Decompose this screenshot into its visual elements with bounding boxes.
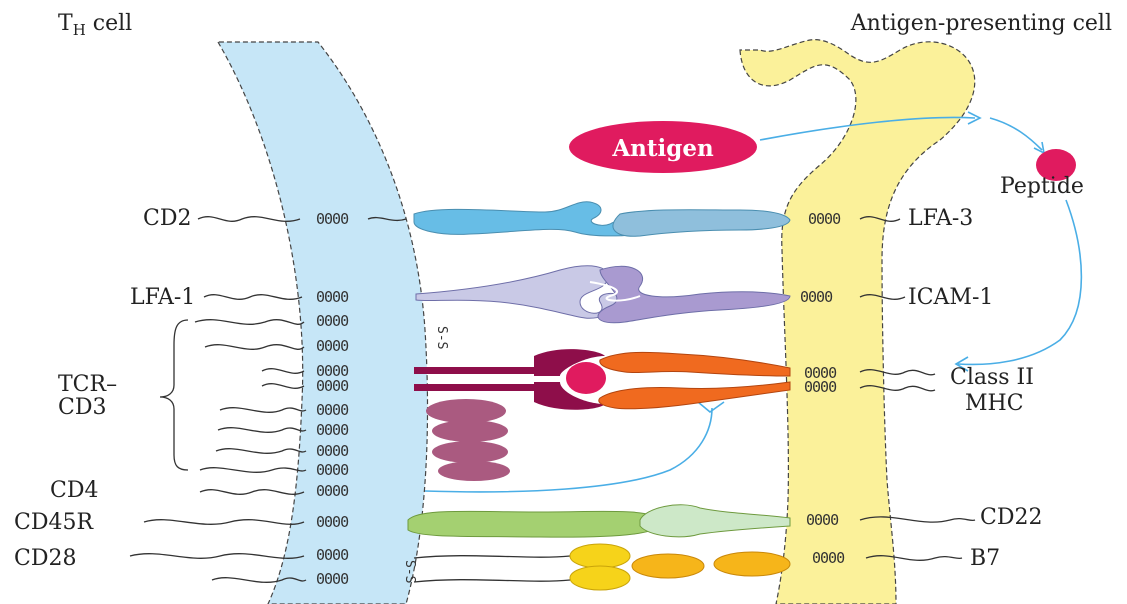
coil-tcr-4: 0000: [316, 377, 349, 395]
icam1-molecule: [598, 266, 790, 322]
coil-cd28-2: 0000: [316, 570, 349, 588]
coil-cd28-1: 0000: [316, 546, 349, 564]
cd3-complex: [426, 399, 510, 481]
tcr-tail-2: [205, 345, 304, 350]
tcr-cd3-bracket: [160, 320, 188, 470]
cd28-stem-2: [414, 580, 570, 582]
lfa1-tail: [204, 295, 302, 300]
coil-b7: 0000: [812, 549, 845, 567]
label-cd22: CD22: [980, 505, 1042, 530]
label-icam1: ICAM-1: [908, 285, 993, 310]
coil-icam1: 0000: [800, 288, 833, 306]
cd28-molecule: [570, 544, 630, 590]
tcr-tail-1: [195, 320, 304, 325]
label-cd45r: CD45R: [14, 510, 94, 535]
cd4-tail: [200, 490, 304, 495]
cd3-tail-4: [200, 468, 306, 473]
cd45r-molecule: [408, 511, 661, 537]
coil-cd3-3: 0000: [316, 442, 349, 460]
coil-cd2: 0000: [316, 210, 349, 228]
label-lfa3: LFA-3: [908, 206, 973, 231]
label-cd28: CD28: [14, 546, 76, 571]
label-class2: Class II: [950, 365, 1034, 390]
coil-mhc-2: 0000: [804, 378, 837, 396]
coil-cd4: 0000: [316, 482, 349, 500]
tcr-tail-3: [262, 369, 304, 374]
coil-cd3-2: 0000: [316, 421, 349, 439]
label-cd2: CD2: [143, 206, 191, 231]
label-mhc: MHC: [965, 391, 1024, 416]
b7-molecule: [632, 552, 790, 578]
cd3-oval-3: [432, 441, 508, 463]
lfa3-molecule: [613, 210, 790, 237]
label-cd3: CD3: [58, 395, 106, 420]
cd45r-tail: [144, 520, 304, 525]
cd3-oval-4: [438, 461, 510, 481]
coil-tcr-2: 0000: [316, 337, 349, 355]
coil-cd3-4: 0000: [316, 461, 349, 479]
cd28-disulfide: S-S: [402, 560, 417, 583]
cd3-tail-2: [218, 428, 306, 433]
label-lfa1: LFA-1: [130, 285, 195, 310]
peptide-label: Peptide: [1000, 174, 1084, 199]
coil-lfa1: 0000: [316, 288, 349, 306]
coil-cd3-1: 0000: [316, 401, 349, 419]
coil-cd45r: 0000: [316, 513, 349, 531]
mhc-class2-molecule: [599, 352, 790, 408]
label-b7: B7: [970, 546, 1000, 571]
coil-tcr-1: 0000: [316, 312, 349, 330]
lfa1-molecule: [416, 266, 626, 318]
tcr-tail-4: [262, 384, 304, 389]
label-tcr: TCR–: [58, 372, 117, 397]
cd28-stem-1: [414, 556, 570, 558]
tcr-disulfide: S-S: [434, 326, 449, 349]
cd3-tail-1: [220, 408, 306, 413]
cd3-tail-3: [216, 449, 306, 454]
apc-title: Antigen-presenting cell: [850, 11, 1112, 36]
label-cd4: CD4: [50, 478, 98, 503]
coil-lfa3: 0000: [808, 210, 841, 228]
cd3-oval-2: [432, 420, 508, 442]
bound-peptide: [566, 362, 606, 394]
cd22-molecule: [640, 505, 790, 537]
th-cell-title: TH cell: [58, 11, 132, 39]
cd3-oval-1: [426, 399, 506, 423]
cd28-tail-1: [130, 554, 304, 559]
coil-cd22: 0000: [806, 511, 839, 529]
antigen-label: Antigen: [611, 135, 714, 162]
